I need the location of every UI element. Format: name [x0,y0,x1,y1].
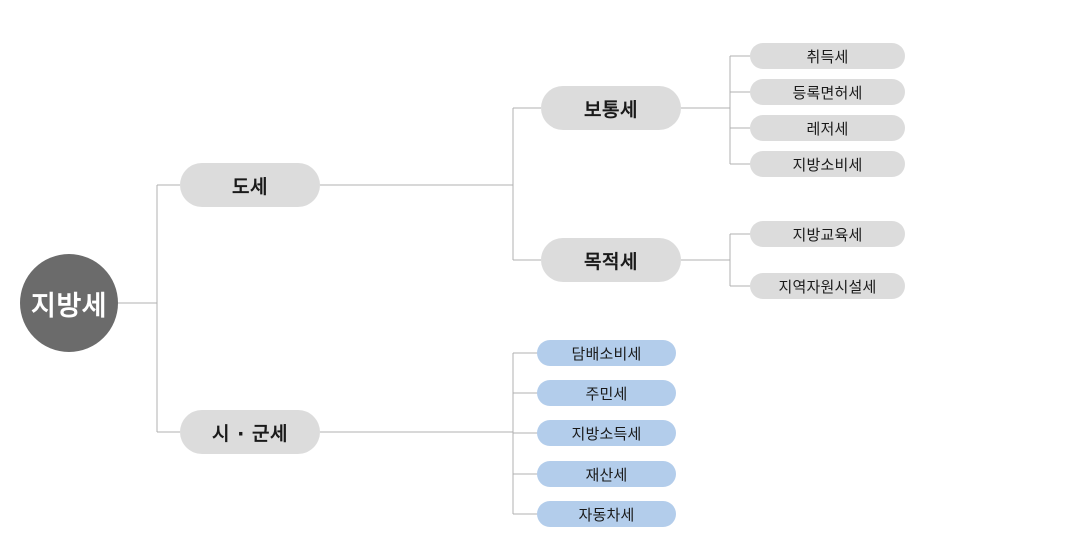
leaf-tobacco-consumption-tax-label: 담배소비세 [571,344,642,363]
leaf-registration-license-tax-label: 등록면허세 [792,83,863,102]
leaf-local-education-tax[interactable]: 지방교육세 [750,221,905,247]
node-purpose-tax[interactable]: 목적세 [541,238,681,282]
node-ordinary-tax-label: 보통세 [584,98,638,121]
node-do-tax-label: 도세 [232,175,268,198]
leaf-acquisition-tax-label: 취득세 [806,47,849,66]
leaf-acquisition-tax[interactable]: 취득세 [750,43,905,69]
leaf-regional-resource-facility-tax[interactable]: 지역자원시설세 [750,273,905,299]
leaf-automobile-tax[interactable]: 자동차세 [537,501,676,527]
node-si-gun-tax[interactable]: 시 · 군세 [180,410,320,454]
leaf-local-income-tax-label: 지방소득세 [571,424,642,443]
leaf-automobile-tax-label: 자동차세 [578,505,635,524]
leaf-local-income-tax[interactable]: 지방소득세 [537,420,676,446]
leaf-local-consumption-tax-label: 지방소비세 [792,155,863,174]
leaf-resident-tax[interactable]: 주민세 [537,380,676,406]
leaf-leisure-tax[interactable]: 레저세 [750,115,905,141]
node-do-tax[interactable]: 도세 [180,163,320,207]
leaf-regional-resource-facility-tax-label: 지역자원시설세 [778,277,877,296]
leaf-resident-tax-label: 주민세 [585,384,628,403]
leaf-property-tax[interactable]: 재산세 [537,461,676,487]
node-root-local-tax[interactable]: 지방세 [20,254,118,352]
node-ordinary-tax[interactable]: 보통세 [541,86,681,130]
leaf-tobacco-consumption-tax[interactable]: 담배소비세 [537,340,676,366]
leaf-local-education-tax-label: 지방교육세 [792,225,863,244]
leaf-leisure-tax-label: 레저세 [806,119,849,138]
node-root-label: 지방세 [30,290,108,322]
leaf-registration-license-tax[interactable]: 등록면허세 [750,79,905,105]
node-purpose-tax-label: 목적세 [584,250,638,273]
leaf-property-tax-label: 재산세 [585,465,628,484]
node-si-gun-tax-label: 시 · 군세 [212,422,288,445]
leaf-local-consumption-tax[interactable]: 지방소비세 [750,151,905,177]
